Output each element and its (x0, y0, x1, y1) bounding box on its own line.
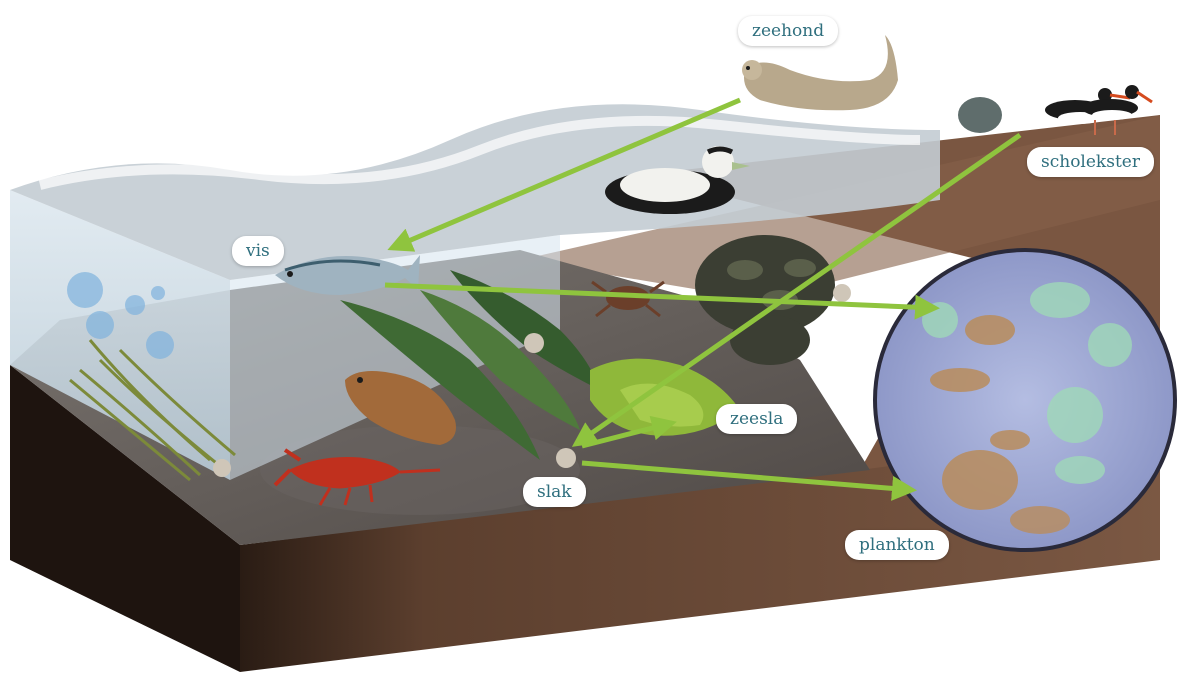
label-zeehond: zeehond (738, 16, 838, 46)
label-slak: slak (523, 477, 586, 507)
label-scholekster: scholekster (1027, 147, 1154, 177)
label-plankton: plankton (845, 530, 949, 560)
label-zeesla: zeesla (716, 404, 797, 434)
seal-icon (742, 35, 898, 110)
label-vis: vis (232, 236, 284, 266)
plankton-magnifier-icon (875, 250, 1175, 550)
